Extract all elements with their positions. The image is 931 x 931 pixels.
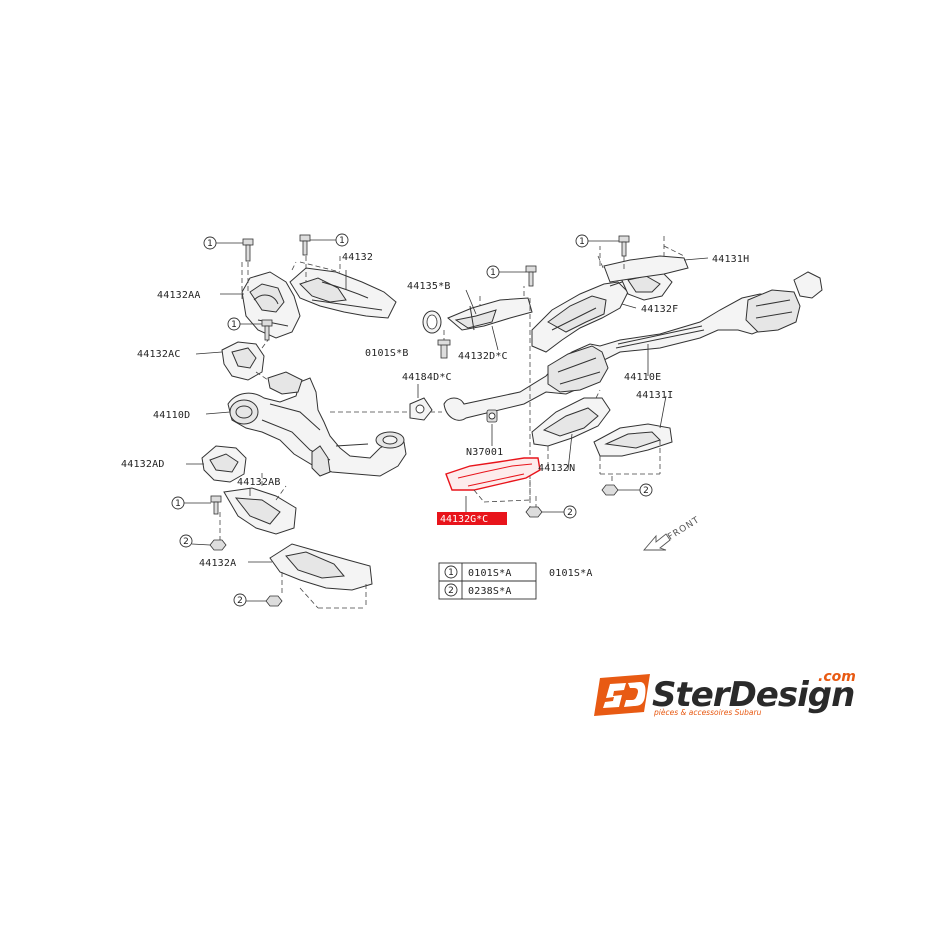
front-exhaust-pipe-44110D[interactable]: [227, 371, 407, 477]
callout-1: 1: [203, 236, 243, 250]
bolt-icon: [525, 265, 537, 287]
heat-shield-44131I[interactable]: [593, 423, 673, 457]
bolt-icon: [242, 238, 254, 262]
svg-text:0101S*A: 0101S*A: [468, 568, 512, 579]
svg-text:0238S*A: 0238S*A: [468, 586, 512, 597]
label-44132AD[interactable]: 44132AD: [121, 459, 165, 470]
svg-text:2: 2: [567, 508, 573, 518]
label-0101SA[interactable]: 0101S*A: [549, 568, 593, 579]
label-44110D[interactable]: 44110D: [153, 410, 190, 421]
label-N37001[interactable]: N37001: [466, 447, 503, 458]
label-44132DC[interactable]: 44132D*C: [458, 351, 508, 362]
callout-1: 1: [227, 317, 262, 331]
center-exhaust-pipe-44110E[interactable]: [443, 271, 823, 421]
label-44135B[interactable]: 44135*B: [407, 281, 451, 292]
label-44132[interactable]: 44132: [342, 252, 373, 263]
nut-icon: [265, 595, 283, 607]
svg-text:1: 1: [175, 499, 181, 509]
heat-shield-44132AD[interactable]: [201, 445, 247, 483]
gasket-44184DC[interactable]: [409, 397, 433, 421]
callout-2: 2: [542, 505, 577, 519]
label-44132GC-highlighted[interactable]: 44132G*C: [437, 512, 507, 525]
callout-2: 2: [179, 534, 211, 548]
callout-1: 1: [575, 234, 619, 248]
label-44132AB[interactable]: 44132AB: [237, 477, 281, 488]
bolt-icon: [437, 339, 451, 359]
heat-shield-44131H[interactable]: [603, 255, 689, 283]
svg-text:1: 1: [490, 268, 496, 278]
sd-logo-icon: [594, 674, 650, 716]
nut-icon: [601, 484, 619, 496]
upper-catalyst-section[interactable]: [531, 267, 687, 353]
heat-shield-44132AA[interactable]: [241, 271, 301, 339]
nut-icon: [525, 506, 543, 518]
svg-text:1: 1: [448, 568, 454, 578]
callout-1: 1: [486, 265, 526, 279]
svg-text:1: 1: [579, 237, 585, 247]
svg-text:pièces & accessoires Subaru: pièces & accessoires Subaru: [653, 708, 762, 717]
svg-text:1: 1: [231, 320, 237, 330]
callout-1: 1: [310, 233, 349, 247]
svg-text:44132G*C: 44132G*C: [440, 514, 488, 525]
bolt-icon: [299, 234, 311, 256]
label-44132F[interactable]: 44132F: [641, 304, 678, 315]
heat-shield-44132N[interactable]: [531, 397, 611, 447]
nut-icon: [209, 539, 227, 551]
svg-text:1: 1: [339, 236, 345, 246]
svg-text:.com: .com: [818, 669, 856, 685]
bolt-icon: [261, 319, 273, 341]
heat-shield-44132[interactable]: [289, 267, 397, 319]
svg-text:2: 2: [183, 537, 189, 547]
svg-text:SterDesign: SterDesign: [652, 675, 854, 715]
label-44132AC[interactable]: 44132AC: [137, 349, 181, 360]
label-44132A[interactable]: 44132A: [199, 558, 236, 569]
front-direction-arrow: FRONT: [643, 515, 702, 551]
label-44110E[interactable]: 44110E: [624, 372, 661, 383]
callout-2: 2: [618, 483, 653, 497]
heat-shield-44132AC[interactable]: [221, 341, 265, 381]
label-44131H[interactable]: 44131H: [712, 254, 749, 265]
label-44131I[interactable]: 44131I: [636, 390, 673, 401]
heat-shield-44132GC-highlighted[interactable]: [445, 457, 541, 491]
label-44184DC[interactable]: 44184D*C: [402, 372, 452, 383]
heat-shield-44132AB[interactable]: [223, 487, 297, 535]
svg-text:FRONT: FRONT: [666, 515, 702, 542]
heat-shield-44132DC[interactable]: [447, 297, 533, 331]
svg-text:1: 1: [207, 239, 213, 249]
insulator-N37001[interactable]: [486, 409, 498, 423]
label-44132N[interactable]: 44132N: [538, 463, 575, 474]
svg-text:2: 2: [643, 486, 649, 496]
label-44132AA[interactable]: 44132AA: [157, 290, 201, 301]
clamp-44135B[interactable]: [422, 310, 442, 334]
callout-1: 1: [171, 496, 211, 510]
svg-text:2: 2: [448, 586, 454, 596]
legend-table: 1 0101S*A 2 0238S*A: [438, 562, 537, 600]
bolt-icon: [210, 495, 222, 515]
sterdesign-logo[interactable]: SterDesign .com pièces & accessoires Sub…: [594, 669, 856, 717]
svg-text:2: 2: [237, 596, 243, 606]
label-0101SB[interactable]: 0101S*B: [365, 348, 409, 359]
callout-2: 2: [233, 593, 266, 607]
bolt-icon: [618, 235, 630, 257]
heat-shield-44132A[interactable]: [269, 543, 373, 591]
